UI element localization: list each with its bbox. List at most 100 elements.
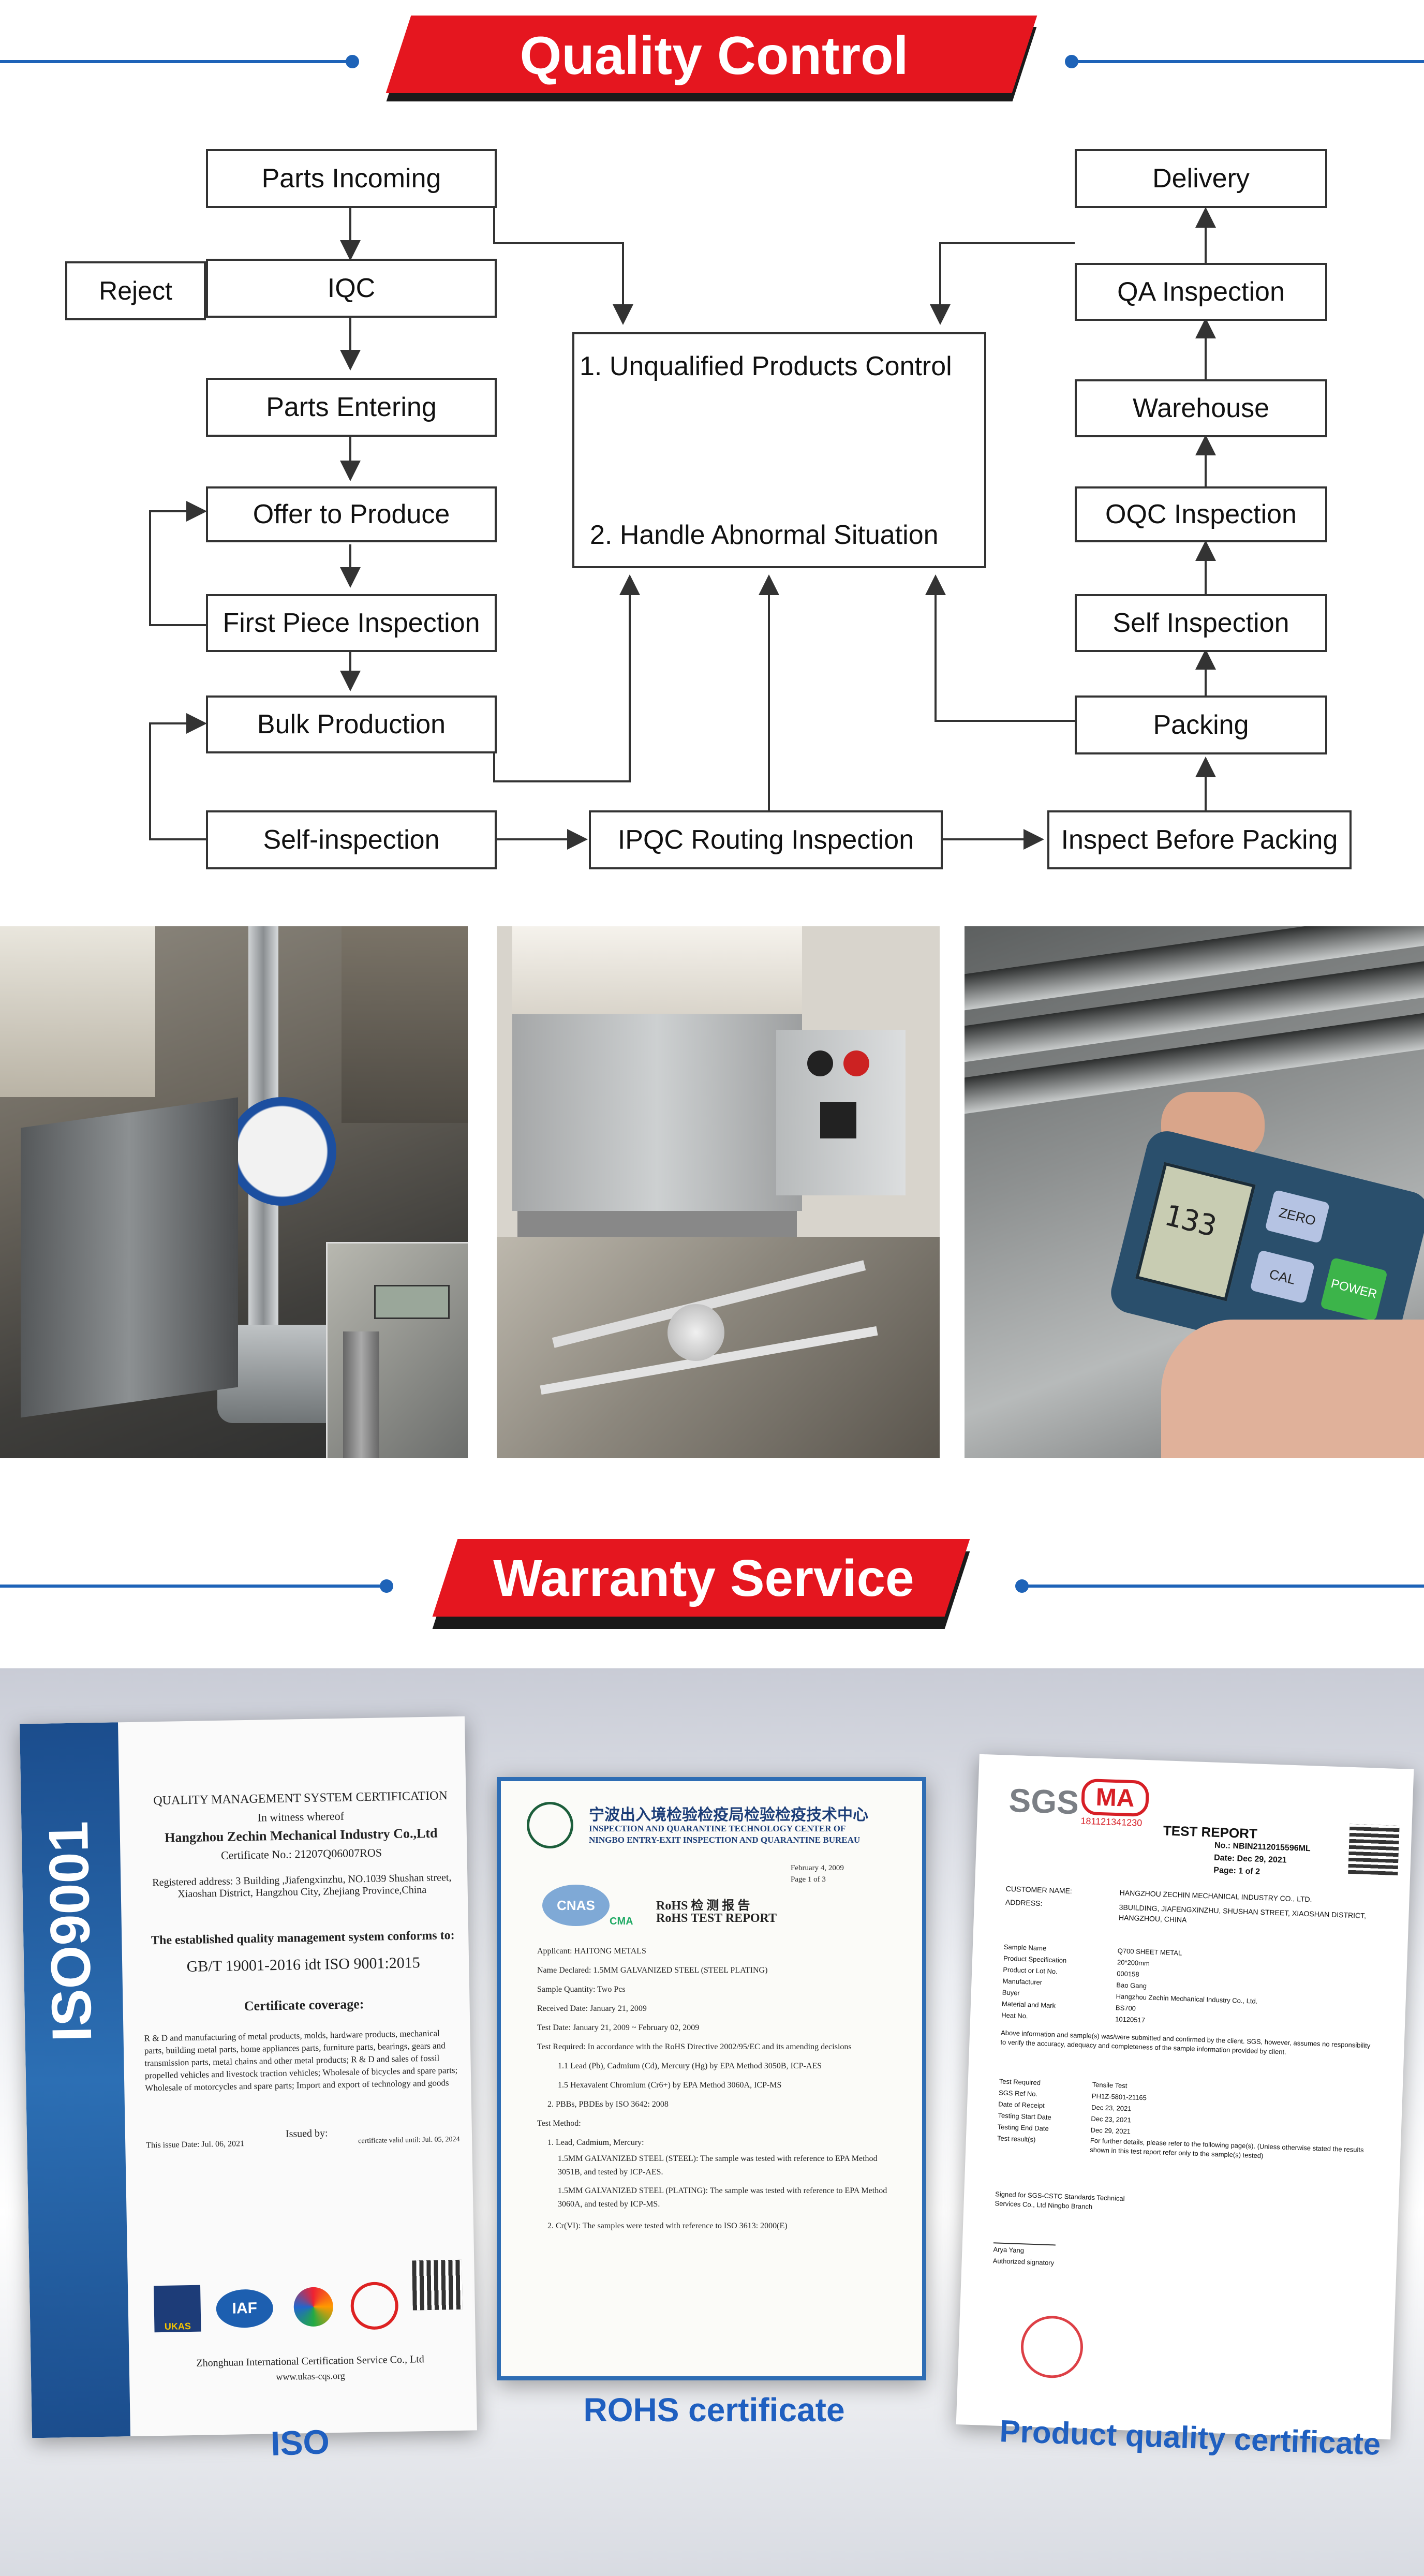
sgs-logo: SGS	[1008, 1781, 1080, 1822]
flow-warehouse: Warehouse	[1075, 379, 1327, 437]
sgs-signer: Arya Yang	[993, 2245, 1025, 2255]
sgs-signatory: Authorized signatory	[992, 2257, 1055, 2267]
window-light	[0, 926, 155, 1097]
sgs-row-value: Q700 SHEET METAL	[1117, 1947, 1182, 1957]
caliper-display	[374, 1285, 450, 1319]
cert-seal-logo	[350, 2282, 399, 2330]
sgs-row-value: BS700	[1115, 2004, 1136, 2012]
chamber-control-panel	[776, 1030, 906, 1195]
panel-switch	[820, 1102, 856, 1138]
photo-thickness-gauge: 133 ZERO CAL POWER	[965, 926, 1424, 1458]
section-title-quality: Quality Control	[520, 26, 909, 86]
flowchart: Parts Incoming Reject IQC Parts Entering…	[0, 0, 1424, 890]
chamber-body	[512, 1014, 802, 1211]
flow-oqc-inspection: OQC Inspection	[1075, 486, 1327, 542]
banner-dot-left	[346, 55, 359, 68]
rohs-line: Test Required: In accordance with the Ro…	[537, 2042, 852, 2051]
iso-conforms: The established quality management syste…	[151, 1929, 455, 1948]
rohs-line: Received Date: January 21, 2009	[537, 2004, 647, 2013]
rohs-line: Test Method:	[537, 2119, 581, 2128]
gauge-button-zero: ZERO	[1265, 1189, 1330, 1243]
flow-delivery: Delivery	[1075, 149, 1327, 208]
cma-red-logo-label: MA	[1095, 1783, 1135, 1812]
flow-bulk-production: Bulk Production	[206, 695, 497, 753]
iso-coverage: R & D and manufacturing of metal product…	[144, 2028, 458, 2093]
flow-offer-to-produce: Offer to Produce	[206, 486, 497, 542]
rohs-line: 1.5MM GALVANIZED STEEL (STEEL): The samp…	[558, 2154, 878, 2177]
cnca-logo	[293, 2287, 334, 2327]
banner-line-left	[0, 60, 352, 63]
iso-coverage-title: Certificate coverage:	[244, 1996, 364, 2014]
sgs-row-value: 20*200mm	[1117, 1958, 1150, 1967]
iso-side-label: ISO9001	[36, 1820, 103, 2042]
iso-address: Registered address: 3 Building ,Jiafengx…	[152, 1872, 452, 1900]
rohs-header-en-1: INSPECTION AND QUARANTINE TECHNOLOGY CEN…	[589, 1824, 846, 1833]
banner-line-right-2	[1028, 1585, 1424, 1588]
iso-qr-code	[412, 2259, 463, 2311]
flow-reject: Reject	[65, 261, 206, 320]
rohs-header-cn: 宁波出入境检验检疫局检验检疫技术中心	[589, 1807, 868, 1824]
iso-side-band: ISO9001	[20, 1722, 131, 2438]
cnas-logo: CNAS	[542, 1885, 610, 1926]
ukas-logo: UKAS	[154, 2285, 201, 2333]
flow-qa-inspection: QA Inspection	[1075, 263, 1327, 321]
chamber-legs	[517, 1211, 797, 1237]
caliper-rod	[343, 1331, 379, 1458]
sgs-address: 3BUILDING, JIAFENGXINZHU, SHUSHAN STREET…	[1118, 1903, 1367, 1924]
sgs-logo-label: SGS	[1008, 1781, 1080, 1822]
cma-logo-label: CMA	[610, 1916, 633, 1927]
iso-witness: In witness whereof	[257, 1809, 345, 1824]
control-item-1: 1. Unqualified Products Control	[580, 351, 952, 381]
iso-standard: GB/T 19001-2016 idt ISO 9001:2015	[186, 1954, 421, 1976]
iso-certificate: ISO9001 QUALITY MANAGEMENT SYSTEM CERTIF…	[20, 1716, 477, 2438]
iso-valid: certificate valid until: Jul. 05, 2024	[358, 2135, 460, 2145]
sgs-row-value: Bao Gang	[1116, 1981, 1147, 1990]
rohs-emblem	[527, 1802, 573, 1848]
photo-height-gauge	[0, 926, 468, 1458]
rohs-line: Sample Quantity: Two Pcs	[537, 1985, 626, 1994]
rohs-line: 1.1 Lead (Pb), Cadmium (Cd), Mercury (Hg…	[558, 2062, 822, 2070]
shelf	[342, 926, 468, 1123]
rohs-line: 1.5MM GALVANIZED STEEL (PLATING): The sa…	[558, 2186, 887, 2209]
sgs-qr-code	[1348, 1824, 1400, 1876]
sgs-row-value: Dec 23, 2021	[1091, 2103, 1132, 2113]
iso-footer-url: www.ukas-cqs.org	[276, 2370, 346, 2382]
sgs-customer-label: CUSTOMER NAME:	[1005, 1884, 1073, 1896]
flow-parts-incoming: Parts Incoming	[206, 149, 497, 208]
sgs-note: Above information and sample(s) was/were…	[1000, 2029, 1371, 2056]
iso-cert-no: Certificate No.: 21207Q06007ROS	[220, 1846, 382, 1862]
sgs-row-value: Dec 29, 2021	[1090, 2126, 1131, 2136]
rohs-line: 2. Cr(VI): The samples were tested with …	[547, 2222, 788, 2230]
rohs-date: February 4, 2009	[791, 1864, 844, 1872]
iaf-logo-label: IAF	[232, 2299, 258, 2317]
iso-footer: Zhonghuan International Certification Se…	[196, 2353, 424, 2369]
rohs-line: Test Date: January 21, 2009 ~ February 0…	[537, 2023, 700, 2032]
sgs-certificate: SGS MA 181121341230 TEST REPORT No.: NBI…	[956, 1754, 1414, 2440]
flow-control-box: 1. Unqualified Products Control 2. Handl…	[572, 332, 986, 568]
rohs-line: 1. Lead, Cadmium, Mercury:	[547, 2138, 644, 2147]
sgs-no: No.: NBIN2112015596ML	[1214, 1841, 1311, 1854]
interior-cone	[668, 1304, 724, 1361]
control-item-2: 2. Handle Abnormal Situation	[590, 520, 939, 550]
iso-company: Hangzhou Zechin Mechanical Industry Co.,…	[164, 1825, 438, 1845]
iso-caption: ISO	[270, 2422, 331, 2463]
flow-packing: Packing	[1075, 695, 1327, 754]
section-title-warranty: Warranty Service	[493, 1549, 914, 1607]
sgs-row-value: PH1Z-5801-21165	[1091, 2092, 1147, 2102]
banner-line-left-2	[0, 1585, 385, 1588]
gauge-button-cal-label: CAL	[1268, 1266, 1297, 1287]
ukas-logo-label: UKAS	[164, 2321, 191, 2332]
flowchart-connectors	[149, 206, 1216, 850]
sgs-row-label: Test result(s)	[997, 2134, 1036, 2143]
iso-header: QUALITY MANAGEMENT SYSTEM CERTIFICATION	[153, 1789, 448, 1808]
sgs-title: TEST REPORT	[1163, 1823, 1258, 1842]
rohs-title-cn: RoHS 检 测 报 告	[656, 1899, 750, 1913]
hand-holding	[1161, 1320, 1424, 1458]
rohs-line: 1.5 Hexavalent Chromium (Cr6+) by EPA Me…	[558, 2081, 782, 2090]
cma-number: 181121341230	[1080, 1815, 1143, 1828]
cma-logo: CMA	[610, 1916, 651, 1931]
sgs-row-value: Dec 23, 2021	[1091, 2114, 1131, 2124]
sgs-row-value: 000158	[1116, 1970, 1139, 1978]
rohs-page: Page 1 of 3	[791, 1875, 826, 1884]
